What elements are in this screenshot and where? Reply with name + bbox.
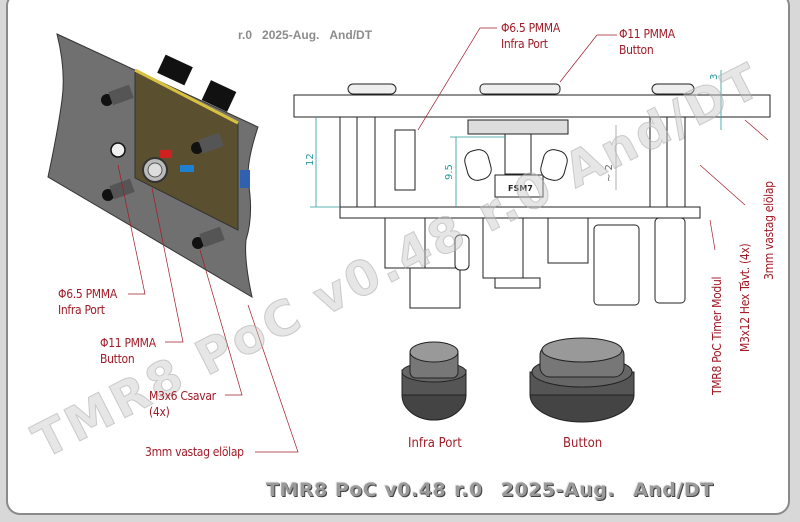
caption-button: Button — [563, 436, 603, 451]
dim-panel-thickness: 3 — [709, 74, 720, 80]
caption-infra-port: Infra Port — [408, 436, 462, 451]
component-marking: FSM7 — [508, 184, 533, 193]
header-date: 2025-Aug. — [262, 28, 320, 42]
iso-label-button: Φ11 PMMA Button — [100, 335, 156, 367]
label-line: Button — [619, 43, 654, 57]
label-line: M3x6 Csavar — [149, 389, 216, 403]
side-label-standoff: M3x12 Hex Távt. (4x) — [738, 243, 752, 352]
footer-date: 2025-Aug. — [500, 479, 616, 501]
revision-header: r.0 2025-Aug. And/DT — [238, 28, 382, 42]
iso-pcb — [110, 54, 250, 231]
dim-button-height: 9.5 — [444, 164, 455, 180]
iso-label-screw: M3x6 Csavar (4x) — [149, 388, 216, 420]
button-cap-render — [529, 337, 635, 423]
pcb-section — [339, 206, 701, 219]
footer-author: And/DT — [633, 479, 714, 501]
side-label-front-panel: 3mm vastag elölap — [762, 181, 776, 280]
side-label-button: Φ11 PMMA Button — [619, 26, 675, 58]
label-line: (4x) — [149, 405, 170, 419]
side-label-module: TMR8 PoC Timer Modul — [710, 276, 724, 395]
front-panel-section — [293, 94, 771, 118]
footer-revision: r.0 — [454, 479, 483, 501]
label-line: Φ6.5 PMMA — [58, 287, 117, 301]
header-author: And/DT — [329, 28, 373, 42]
header-revision: r.0 — [238, 28, 253, 42]
infra-port-cap-render — [401, 341, 467, 421]
iso-label-front-panel: 3mm vastag elölap — [145, 445, 244, 459]
dimension-lines — [310, 70, 722, 208]
side-label-infra-port: Φ6.5 PMMA Infra Port — [501, 20, 560, 52]
footer-project: TMR8 PoC v0.48 — [266, 479, 447, 501]
label-line: Infra Port — [58, 303, 105, 317]
dim-gap: ~ 2 — [604, 164, 615, 182]
iso-label-infra-port: Φ6.5 PMMA Infra Port — [58, 286, 117, 318]
dim-standoff-height: 12 — [305, 153, 316, 166]
label-line: Infra Port — [501, 37, 548, 51]
label-line: Φ6.5 PMMA — [501, 21, 560, 35]
iso-leaders — [117, 164, 299, 453]
iso-screws — [101, 84, 225, 249]
side-view: FSM7 — [293, 83, 771, 309]
side-leaders — [417, 27, 769, 251]
label-line: Button — [100, 352, 135, 366]
footer-title: TMR8 PoC v0.48 r.0 2025-Aug. And/DT — [266, 479, 732, 501]
label-line: Φ11 PMMA — [619, 27, 675, 41]
label-line: Φ11 PMMA — [100, 336, 156, 350]
